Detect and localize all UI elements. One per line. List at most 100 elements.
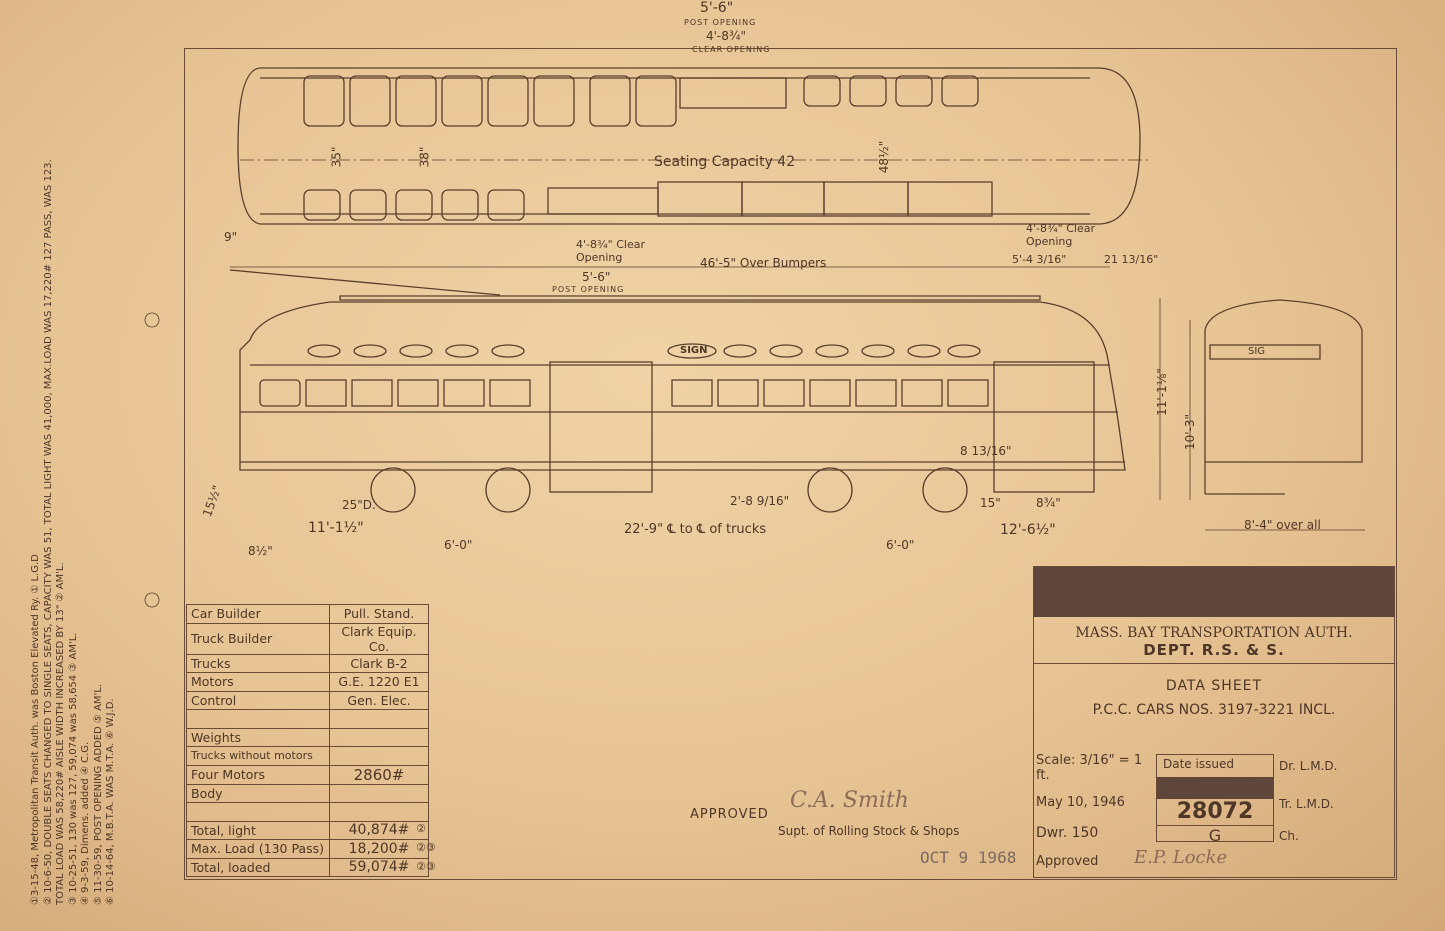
plan-seats (303, 75, 993, 221)
dim-48: 48½" (877, 140, 892, 174)
spec-label: Trucks without motors (186, 746, 330, 766)
revision-note: ③ 10-25-51, 130 was 127, 59,074 was 58,6… (67, 632, 79, 905)
spec-label: Body (186, 783, 330, 803)
revision-note: ② 10-6-50, DOUBLE SEATS CHANGED TO SINGL… (42, 159, 54, 905)
sheet-title: DATA SHEET (1165, 678, 1263, 694)
table-row: Max. Load (130 Pass)18,200# (186, 839, 429, 859)
drawer-number: Dwr. 150 (1036, 825, 1099, 841)
revision-letter: G (1208, 826, 1222, 845)
spec-label: Max. Load (130 Pass) (186, 839, 330, 859)
approval-signature: C.A. Smith (790, 788, 909, 813)
dim-2-8: 2'-8 9/16" (730, 494, 790, 508)
title-block: MASS. BAY TRANSPORTATION AUTH. DEPT. R.S… (1033, 566, 1395, 878)
side-sign: SIGN (680, 345, 708, 356)
spec-value: Clark Equip. Co. (329, 622, 429, 655)
table-row (186, 802, 429, 822)
spec-value (329, 802, 429, 822)
table-row (186, 709, 429, 729)
dim-8-3: 8¾" (1036, 496, 1061, 510)
dim-12: 12'-6½" (1000, 522, 1056, 538)
department: DEPT. R.S. & S. (1143, 641, 1285, 659)
revision-note-mark: ② (416, 822, 426, 835)
rear-clear-opening: 4'-8¾" Clear Opening (1026, 222, 1095, 248)
front-post-label: POST OPENING (552, 285, 625, 294)
end-height-a: 11'-1⅛" (1154, 368, 1169, 416)
drawing-number: 28072 (1157, 799, 1273, 826)
dim-38: 38" (417, 146, 432, 168)
spec-label: Four Motors (186, 764, 330, 785)
approver-title: Supt. of Rolling Stock & Shops (778, 824, 960, 838)
spec-value: 40,874# (329, 820, 429, 840)
spec-label: Total, loaded (186, 857, 330, 877)
side-windows (259, 343, 989, 407)
revision-note: ⑤ 11-30-59, POST OPENING ADDED ⑤ AM'L. (92, 683, 104, 905)
title-approved-label: Approved (1036, 854, 1099, 869)
table-row: Trucks without motors (186, 746, 429, 766)
spec-value: Gen. Elec. (329, 690, 429, 710)
front-clear-opening: 4'-8¾" Clear Opening (576, 238, 645, 264)
spec-value (329, 746, 429, 766)
checked-by: Ch. (1279, 829, 1299, 843)
spec-value: Clark B-2 (329, 653, 429, 673)
dim-8-13: 8 13/16" (960, 444, 1012, 458)
drawing-number-box: Date issued 28072 G (1156, 754, 1274, 845)
spec-label: Truck Builder (186, 622, 330, 655)
over-bumpers-dim: 46'-5" Over Bumpers (700, 256, 827, 270)
end-height-b: 10'-3" (1183, 413, 1198, 451)
spec-value (329, 783, 429, 803)
post-opening-top-dim: 5'-6" (700, 0, 734, 16)
traced-by: Tr. L.M.D. (1279, 797, 1334, 811)
table-row: Body (186, 783, 429, 803)
dim-8-half: 8½" (248, 544, 273, 558)
title-bar (1034, 567, 1394, 617)
plan-view (230, 67, 1150, 268)
date-stamp: OCT 9 1968 (920, 848, 1017, 867)
cars-range: P.C.C. CARS NOS. 3197-3221 INCL. (1092, 702, 1336, 718)
dim-6-b: 6'-0" (886, 538, 915, 552)
drawn-by: Dr. L.M.D. (1279, 759, 1338, 773)
spec-value (329, 709, 429, 729)
title-approved-signature: E.P. Locke (1134, 847, 1228, 868)
post-opening-top-label: POST OPENING (684, 18, 757, 27)
front-post-dim: 5'-6" (582, 270, 611, 284)
clear-opening-top-dim: 4'-8¾" (706, 29, 747, 43)
revision-note: ④ 9-3-59, Dimens. added ④ C.G. (80, 741, 91, 905)
dim-9: 9" (224, 230, 238, 244)
spec-value: 2860# (329, 764, 429, 785)
wheels (370, 467, 968, 513)
issue-date: May 10, 1946 (1036, 795, 1125, 810)
spec-label: Total, light (186, 820, 330, 840)
spec-value: 59,074# (329, 857, 429, 877)
spec-value: 18,200# (329, 839, 429, 859)
spec-label: Trucks (186, 653, 330, 673)
dim-wheel-dia: 25"D. (342, 498, 376, 512)
spec-value: G.E. 1220 E1 (329, 672, 429, 692)
end-sign: SIG (1248, 346, 1266, 357)
rear-dim: 5'-4 3/16" (1012, 253, 1067, 266)
scale: Scale: 3/16" = 1 ft. (1036, 753, 1143, 783)
end-width: 8'-4" over all (1244, 518, 1321, 532)
revision-note: ⑥ 10-14-64, M.B.T.A. WAS M.T.A. ⑥ W.J.D. (105, 698, 116, 905)
dim-15: 15" (980, 496, 1001, 510)
spec-label: Motors (186, 672, 330, 692)
spec-label: Control (186, 690, 330, 710)
date-issued-label: Date issued (1163, 757, 1234, 771)
clear-opening-top-label: CLEAR OPENING (692, 45, 771, 54)
approved-label: APPROVED (690, 807, 769, 822)
drawing-border (184, 48, 1397, 880)
revision-note: TOTAL LOAD WAS 58,220# AISLE WIDTH INCRE… (55, 562, 66, 905)
revision-note-mark: ②③ (416, 841, 436, 854)
authority-name: MASS. BAY TRANSPORTATION AUTH. (1075, 625, 1353, 641)
table-row: Weights (186, 727, 429, 747)
dim-6-a: 6'-0" (444, 538, 473, 552)
